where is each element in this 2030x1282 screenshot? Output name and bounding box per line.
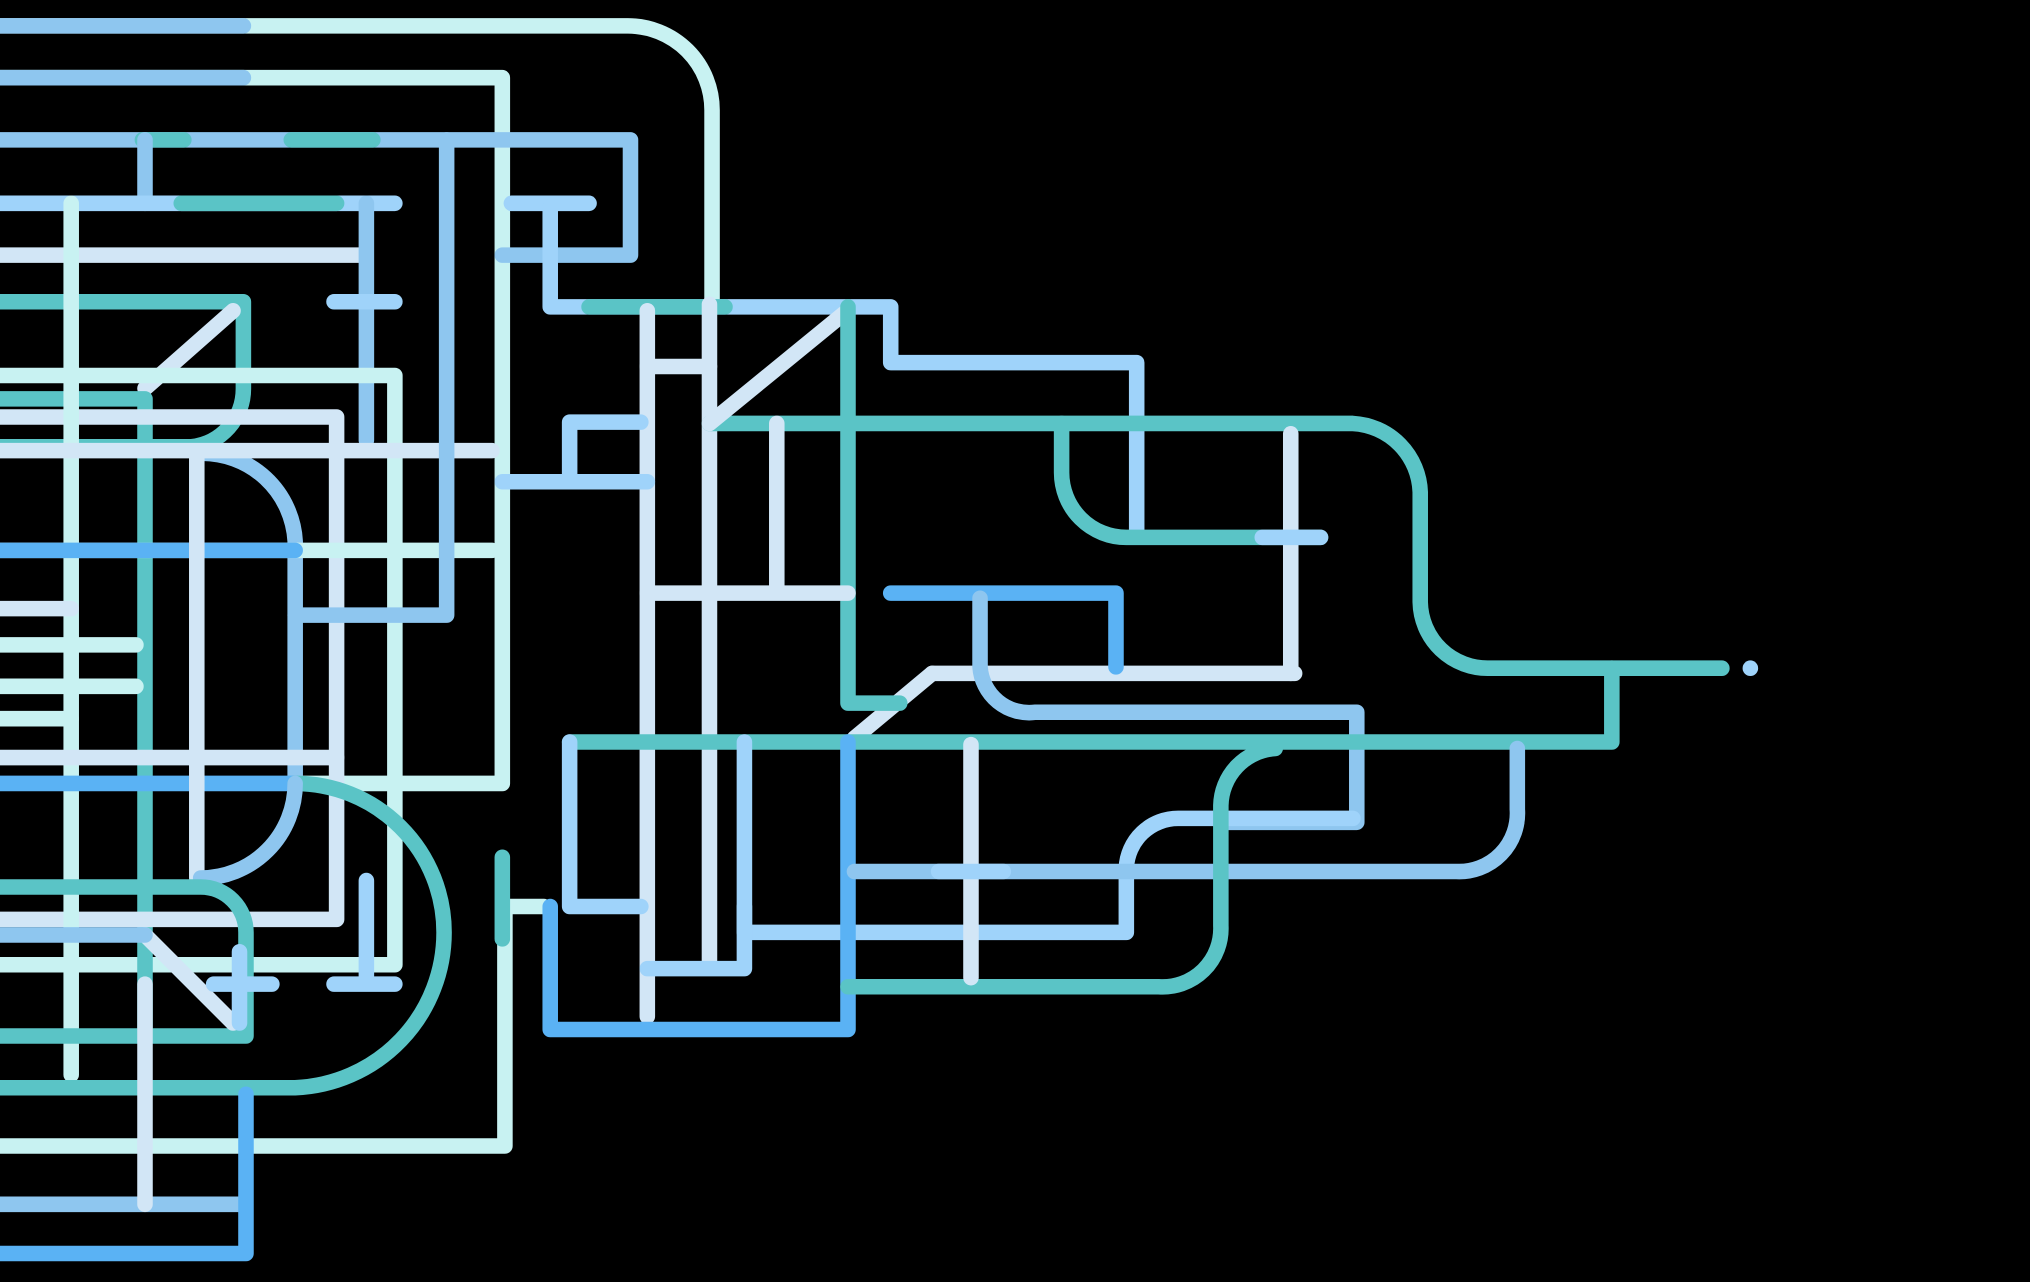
line-diagonal-lower bbox=[137, 927, 241, 1031]
line-plus-marks-left bbox=[205, 872, 403, 1031]
line-teal-u-bend bbox=[1053, 415, 1329, 546]
line-teal-lower-hook bbox=[0, 879, 254, 1044]
line-hook-345 bbox=[287, 132, 455, 623]
line-curved-bend bbox=[972, 590, 1365, 831]
line-stub-748 bbox=[639, 898, 753, 977]
line-mid-top bbox=[542, 199, 1145, 539]
line-diagonal-top bbox=[701, 305, 852, 432]
line-big-teal-arc bbox=[0, 775, 452, 1096]
line-blue-box bbox=[542, 734, 856, 1038]
line-row-573 bbox=[561, 660, 1620, 750]
line-small-box bbox=[494, 414, 656, 490]
line-bottom-blue bbox=[0, 1086, 254, 1262]
line-rows-left bbox=[0, 637, 144, 727]
line-vertical-655 bbox=[840, 299, 908, 711]
line-teal-s-curve bbox=[840, 740, 1283, 995]
line-plus-mid bbox=[930, 529, 1329, 880]
line-blue-458 bbox=[882, 585, 1124, 675]
line-top-loop bbox=[0, 18, 720, 313]
line-frame-260 bbox=[0, 409, 345, 928]
line-frame-305 bbox=[0, 367, 403, 973]
line-arc-lower bbox=[192, 775, 303, 886]
line-long-teal-route bbox=[701, 415, 1730, 676]
end-dot bbox=[1742, 660, 1759, 676]
line-box-left bbox=[561, 734, 649, 915]
line-row-673 bbox=[846, 740, 1526, 880]
line-vertical-112 bbox=[0, 391, 153, 1044]
